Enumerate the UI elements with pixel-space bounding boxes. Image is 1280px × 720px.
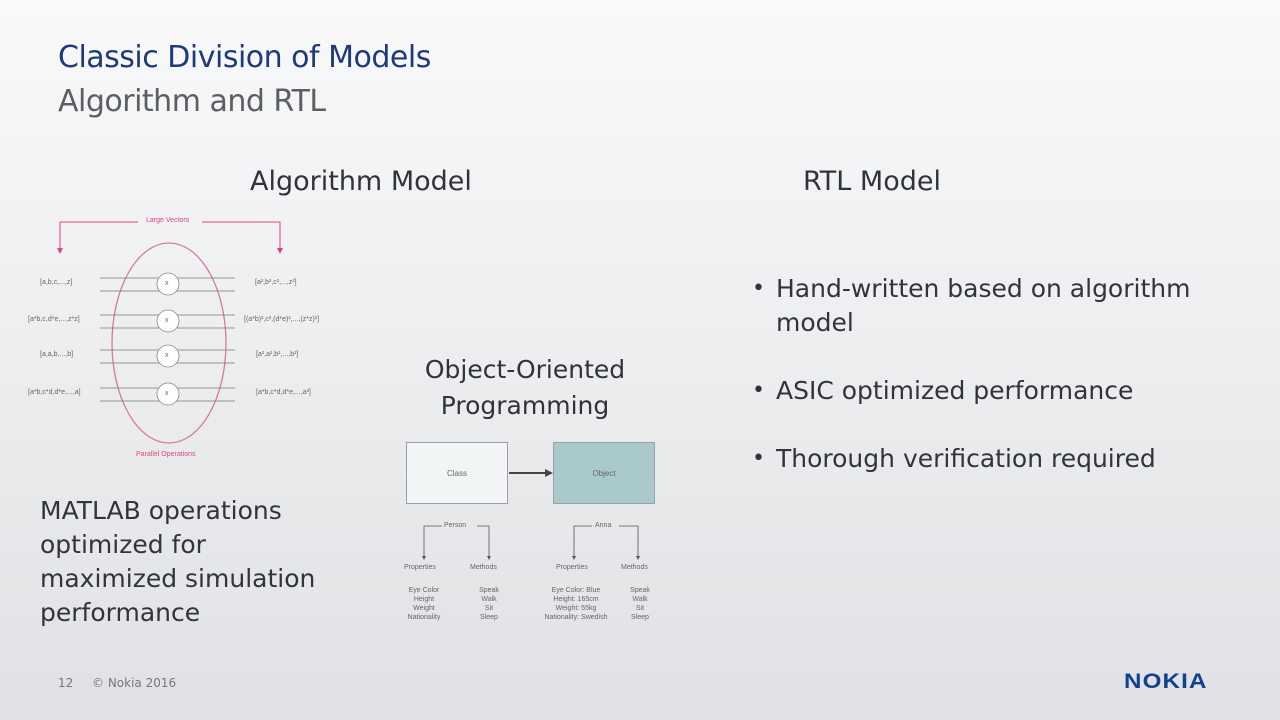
object-properties-label: Properties bbox=[556, 564, 588, 571]
large-vectors-label: Large Vectors bbox=[146, 217, 190, 224]
rtl-bullet: •Thorough verification required bbox=[752, 442, 1222, 476]
algorithm-description: MATLAB operations optimized for maximize… bbox=[40, 496, 316, 627]
object-box: Object bbox=[553, 442, 655, 504]
oop-heading: Object-Oriented Programming bbox=[400, 352, 650, 424]
output-vector: [a²,a²,b²,...,b²] bbox=[256, 351, 299, 358]
multiply-operator-icon bbox=[156, 309, 180, 333]
class-properties-list: Eye Color Height Weight Nationality bbox=[407, 587, 441, 621]
object-instance-name: Anna bbox=[595, 522, 612, 529]
parallel-operations-label: Parallel Operations bbox=[136, 451, 196, 458]
class-methods-label: Methods bbox=[470, 564, 497, 571]
bullet-icon: • bbox=[752, 276, 765, 301]
class-instance-name: Person bbox=[444, 522, 467, 529]
operation-row bbox=[100, 272, 235, 296]
input-vector: [a*b,c*d,d*e,...,a] bbox=[28, 389, 81, 396]
class-label: Class bbox=[446, 468, 467, 478]
object-methods-list: Speak Walk Sit Sleep bbox=[630, 587, 650, 621]
oop-diagram: Class Object Person Properties Methods E… bbox=[390, 440, 680, 640]
rtl-bullet: •Hand-written based on algorithm model bbox=[752, 274, 1191, 337]
output-vector: [a*b,c*d,d*e,...,a²] bbox=[256, 389, 311, 396]
left-arrow-head-icon bbox=[57, 248, 63, 254]
parallel-ellipse bbox=[111, 242, 227, 444]
rtl-bullet-list: •Hand-written based on algorithm model •… bbox=[752, 272, 1222, 510]
class-properties-label: Properties bbox=[404, 564, 436, 571]
input-vector: [a,a,b,...,b] bbox=[40, 351, 74, 358]
right-arrow-head-icon bbox=[277, 248, 283, 254]
diagram-graphics bbox=[57, 221, 283, 444]
object-label: Object bbox=[592, 468, 616, 478]
rtl-model-heading: RTL Model bbox=[803, 166, 941, 197]
operation-row bbox=[100, 344, 235, 368]
slide-subtitle: Algorithm and RTL bbox=[58, 84, 326, 119]
operator-label: x bbox=[165, 352, 169, 359]
page-number: 12 bbox=[58, 676, 74, 690]
multiply-operator-icon bbox=[156, 272, 180, 296]
output-vector: [(a*b)²,c²,(d*e)²,...,(z*z)²] bbox=[244, 316, 320, 323]
input-vector: [a*b,c,d*e,...,z*z] bbox=[28, 316, 80, 323]
multiply-operator-icon bbox=[156, 344, 180, 368]
operation-row bbox=[100, 309, 235, 333]
object-properties-list: Eye Color: Blue Height: 165cm Weight: 55… bbox=[544, 587, 608, 621]
right-arrow-line bbox=[202, 221, 281, 250]
oop-connectors bbox=[422, 469, 640, 560]
operation-row bbox=[100, 382, 235, 406]
output-vector: [a²,b²,c²,...,z²] bbox=[255, 279, 297, 286]
oop-heading-line1: Object-Oriented bbox=[424, 355, 626, 384]
copyright: © Nokia 2016 bbox=[92, 676, 177, 690]
class-methods-list: Speak Walk Sit Sleep bbox=[479, 587, 499, 621]
operator-label: x bbox=[165, 280, 169, 287]
parallel-operations-diagram: Large Vectors Parallel Operations x x x … bbox=[20, 205, 350, 470]
bullet-icon: • bbox=[752, 378, 765, 403]
object-methods-label: Methods bbox=[621, 564, 648, 571]
rtl-bullet: •ASIC optimized performance bbox=[752, 374, 1222, 408]
slide-title: Classic Division of Models bbox=[58, 40, 431, 75]
input-vector: [a,b,c,...,z] bbox=[40, 279, 73, 286]
multiply-operator-icon bbox=[156, 382, 180, 406]
algorithm-model-heading: Algorithm Model bbox=[250, 166, 472, 197]
oop-heading-line2: Programming bbox=[440, 391, 610, 420]
operator-label: x bbox=[165, 390, 169, 397]
arrow-head-icon bbox=[545, 469, 553, 477]
nokia-logo: NOKIA bbox=[1124, 670, 1208, 693]
operator-label: x bbox=[165, 317, 169, 324]
bullet-icon: • bbox=[752, 446, 765, 471]
class-box: Class bbox=[406, 442, 508, 504]
